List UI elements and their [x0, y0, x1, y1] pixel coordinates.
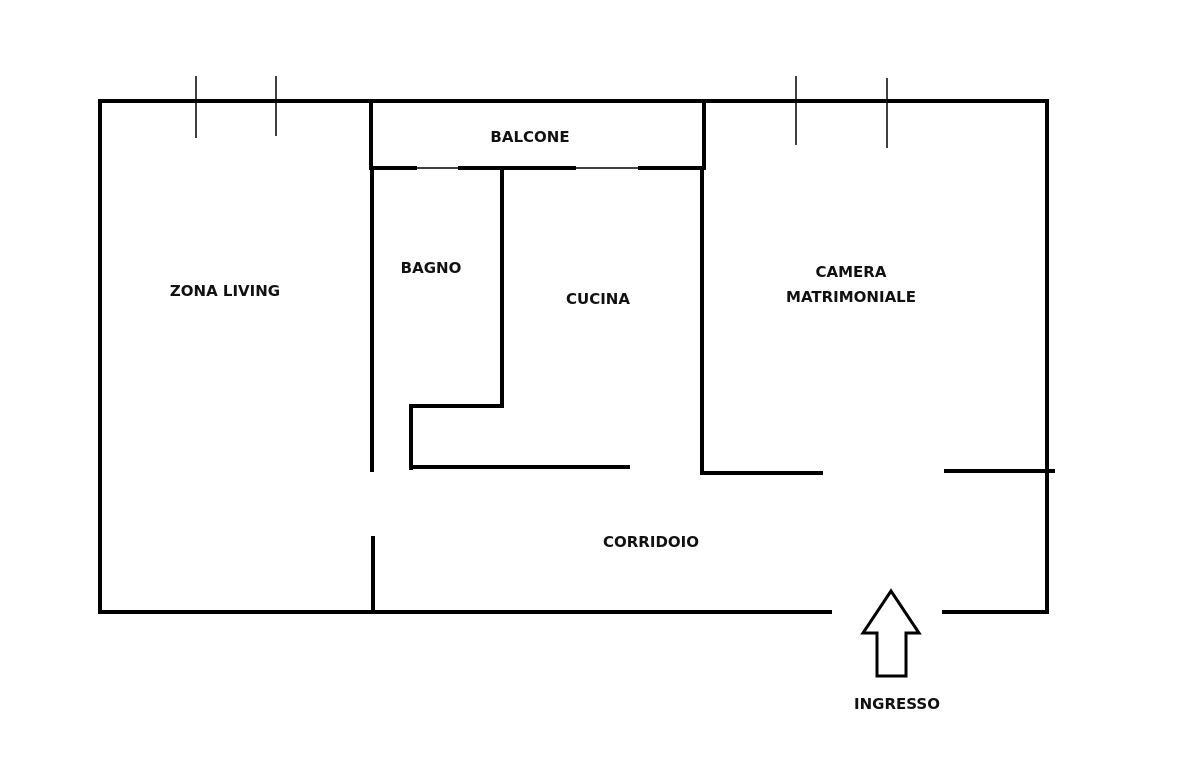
label-camera: CAMERA [816, 263, 887, 281]
label-bagno: BAGNO [401, 259, 462, 277]
entrance-arrow-icon [860, 588, 922, 678]
label-corridoio: CORRIDOIO [603, 533, 699, 551]
room-labels: BALCONE ZONA LIVING BAGNO CUCINA CAMERA … [170, 128, 940, 713]
label-zona-living: ZONA LIVING [170, 282, 280, 300]
label-matrimoniale: MATRIMONIALE [786, 288, 916, 306]
label-balcone: BALCONE [490, 128, 569, 146]
label-cucina: CUCINA [566, 290, 630, 308]
walls [98, 76, 1055, 614]
label-ingresso: INGRESSO [854, 695, 940, 713]
